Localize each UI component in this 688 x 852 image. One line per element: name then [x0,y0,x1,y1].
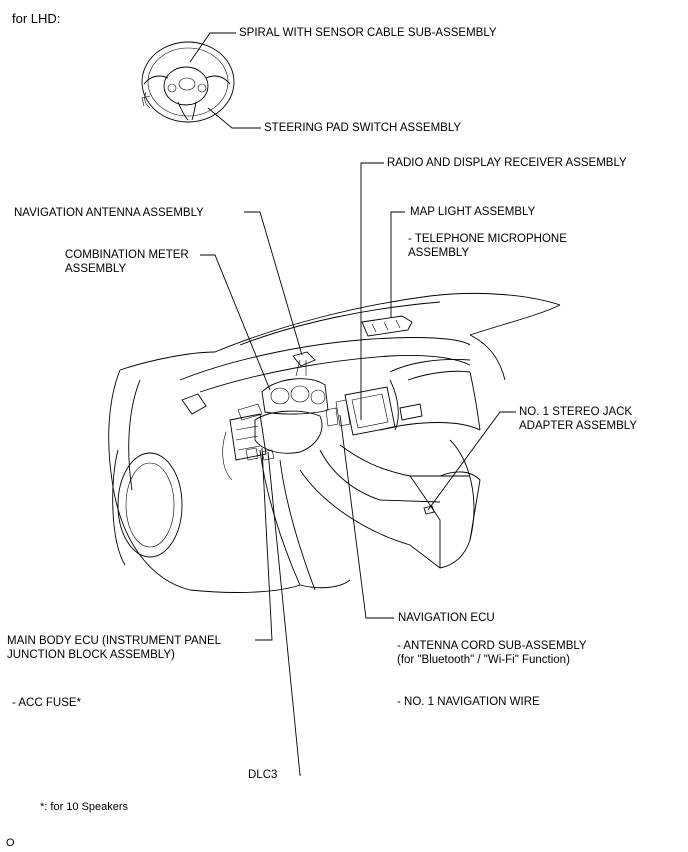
antenna-cord-label-2: (for "Bluetooth" / "Wi-Fi" Function) [397,654,570,666]
stereo-jack-label-2: ADAPTER ASSEMBLY [519,420,638,432]
acc-fuse-label: - ACC FUSE* [12,697,82,709]
corner-mark: O [6,837,15,849]
leader-main-body-ecu [255,447,273,641]
stereo-jack-label-1: NO. 1 STEREO JACK [519,406,633,418]
leader-map-light [390,211,405,318]
map-light-label: MAP LIGHT ASSEMBLY [410,206,536,218]
antenna-cord-label-1: - ANTENNA CORD SUB-ASSEMBLY [397,640,587,652]
dlc3-label: DLC3 [248,769,278,781]
leader-dlc3 [267,451,301,776]
leader-combination-meter [200,254,271,391]
telephone-microphone-label-2: ASSEMBLY [408,247,470,259]
steering-wheel-illustration [141,41,235,123]
leader-navigation-ecu [339,414,394,619]
navigation-antenna-label: NAVIGATION ANTENNA ASSEMBLY [14,207,204,219]
radio-display-receiver-label: RADIO AND DISPLAY RECEIVER ASSEMBLY [387,157,627,169]
footnote: *: for 10 Speakers [40,801,129,813]
spiral-cable-label: SPIRAL WITH SENSOR CABLE SUB-ASSEMBLY [239,27,497,39]
navigation-wire-label: - NO. 1 NAVIGATION WIRE [397,696,540,708]
steering-pad-switch-label: STEERING PAD SWITCH ASSEMBLY [264,122,462,134]
leader-steering-pad [207,107,261,129]
lhd-variant-label: for LHD: [12,11,61,26]
main-body-ecu-label-2: JUNCTION BLOCK ASSEMBLY) [7,649,175,661]
leader-spiral [189,32,236,63]
leader-radio [360,162,384,420]
combination-meter-label-1: COMBINATION METER [65,249,189,261]
vehicle-interior-illustration [108,292,561,593]
leader-nav-antenna [244,211,303,356]
telephone-microphone-label-1: - TELEPHONE MICROPHONE [408,233,567,245]
combination-meter-label-2: ASSEMBLY [65,263,127,275]
main-body-ecu-label-1: MAIN BODY ECU (INSTRUMENT PANEL [7,635,222,647]
leader-stereo-jack [427,411,516,511]
navigation-ecu-label: NAVIGATION ECU [398,612,495,624]
